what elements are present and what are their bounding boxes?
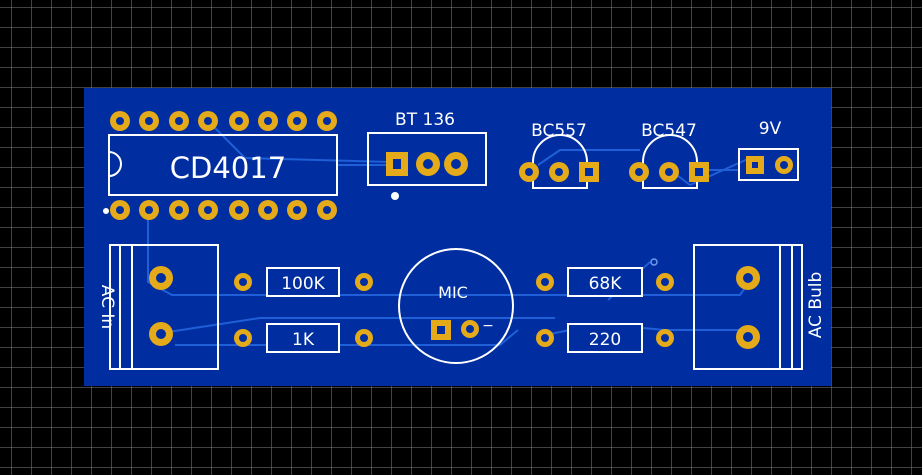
r1-label: 100K: [281, 274, 325, 294]
pcb-board: [84, 88, 831, 386]
ac-bulb-label: AC Bulb: [806, 272, 826, 339]
resistor-68k: 68K: [536, 258, 674, 297]
r3-label: 68K: [589, 274, 623, 294]
battery-connector: 9V: [738, 119, 799, 181]
r2-label: 1K: [292, 330, 315, 350]
mic-polarity: −: [482, 318, 494, 334]
bc547-label: BC547: [641, 121, 697, 141]
transistor-bc547: BC547: [629, 121, 709, 189]
ac-in-label: AC In: [97, 285, 117, 329]
ic-label: CD4017: [170, 151, 286, 185]
terminal-ac-in: AC In: [97, 244, 219, 370]
resistor-100k: 100K: [234, 267, 373, 297]
resistor-1k: 1K: [234, 323, 373, 353]
triac-bt136: BT 136: [367, 110, 487, 200]
ic-pad-holes: [116, 117, 331, 214]
mic-label: MIC: [438, 283, 468, 302]
resistor-220: 220: [536, 323, 674, 353]
terminal-ac-bulb: AC Bulb: [693, 244, 826, 370]
ic-cd4017: CD4017: [103, 134, 338, 214]
transistor-bc557: BC557: [519, 121, 599, 189]
r4-label: 220: [589, 330, 621, 350]
microphone: MIC −: [398, 248, 514, 364]
battery-label: 9V: [759, 119, 782, 139]
bt136-label: BT 136: [395, 110, 455, 130]
bc557-label: BC557: [531, 121, 587, 141]
